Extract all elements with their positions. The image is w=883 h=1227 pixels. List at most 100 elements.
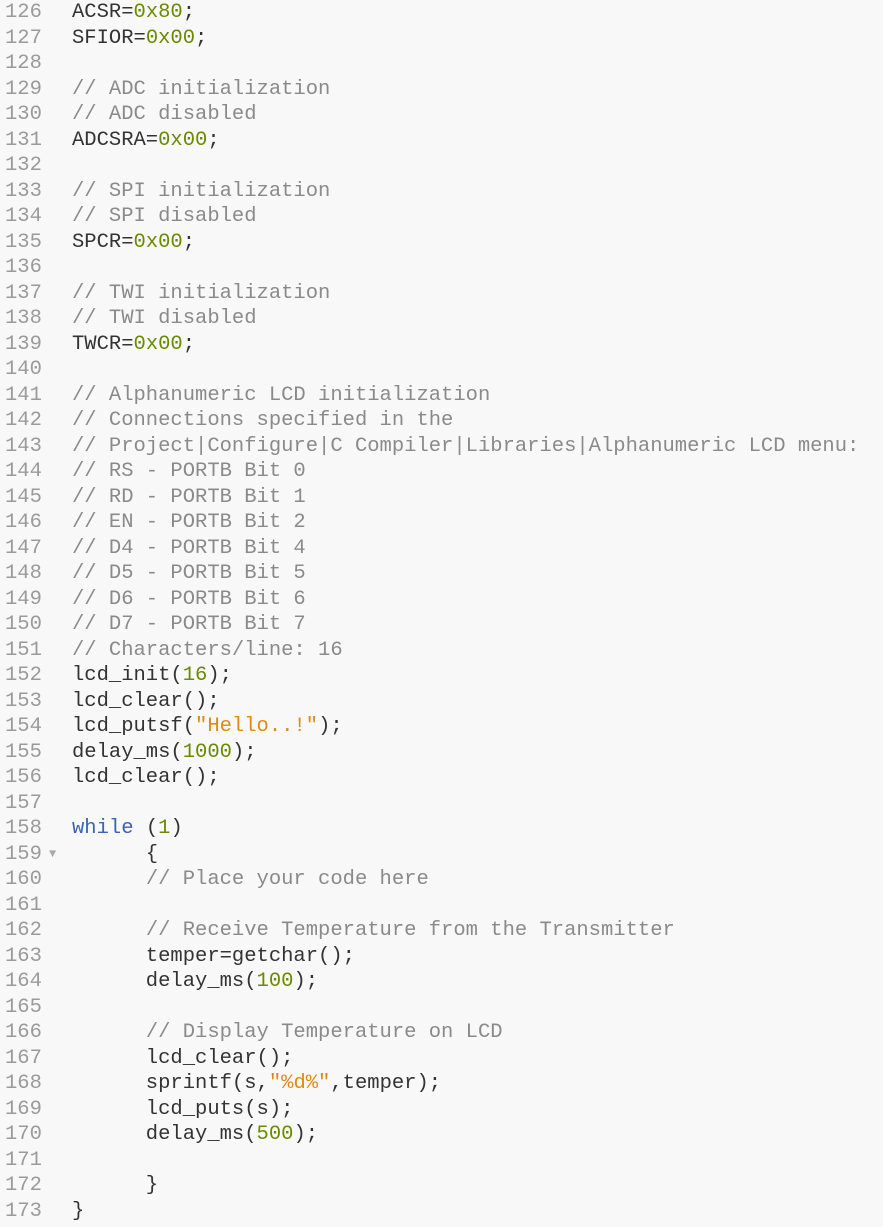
code-line[interactable]: 162 // Receive Temperature from the Tran…: [0, 918, 883, 944]
line-code: delay_ms(1000);: [72, 740, 257, 766]
code-line[interactable]: 150// D7 - PORTB Bit 7: [0, 612, 883, 638]
code-line[interactable]: 161: [0, 893, 883, 919]
line-gutter: 141: [0, 383, 72, 409]
line-number: 153: [5, 689, 42, 713]
code-line[interactable]: 170 delay_ms(500);: [0, 1122, 883, 1148]
code-line[interactable]: 141// Alphanumeric LCD initialization: [0, 383, 883, 409]
line-gutter: 130: [0, 102, 72, 128]
line-code: // D6 - PORTB Bit 6: [72, 587, 306, 613]
code-line[interactable]: 164 delay_ms(100);: [0, 969, 883, 995]
line-code: // TWI initialization: [72, 281, 330, 307]
line-gutter: 155: [0, 740, 72, 766]
code-line[interactable]: 130// ADC disabled: [0, 102, 883, 128]
line-code: // RD - PORTB Bit 1: [72, 485, 306, 511]
code-line[interactable]: 163 temper=getchar();: [0, 944, 883, 970]
line-gutter: 143: [0, 434, 72, 460]
code-line[interactable]: 171: [0, 1148, 883, 1174]
comment: // Project|Configure|C Compiler|Librarie…: [72, 434, 860, 458]
code-line[interactable]: 140: [0, 357, 883, 383]
line-gutter: 165: [0, 995, 72, 1021]
comment: // Receive Temperature from the Transmit…: [145, 919, 675, 942]
line-gutter: 161: [0, 893, 72, 919]
code-line[interactable]: 157: [0, 791, 883, 817]
code-line[interactable]: 155 delay_ms(1000);: [0, 740, 883, 766]
code-text: ;: [182, 230, 196, 254]
line-gutter: 167: [0, 1046, 72, 1072]
code-line[interactable]: 169 lcd_puts(s);: [0, 1097, 883, 1123]
line-code: // SPI initialization: [72, 179, 330, 205]
line-number: 126: [5, 1, 42, 24]
code-line[interactable]: 144 // RS - PORTB Bit 0: [0, 459, 883, 485]
fold-arrow-icon[interactable]: ▼: [49, 846, 57, 861]
line-number: 155: [5, 740, 42, 764]
code-line[interactable]: 134// SPI disabled: [0, 204, 883, 230]
code-line[interactable]: 167 lcd_clear();: [0, 1046, 883, 1072]
code-line[interactable]: 166 // Display Temperature on LCD: [0, 1020, 883, 1046]
code-text: [72, 919, 146, 942]
keyword: while: [72, 817, 134, 840]
line-gutter: 153: [0, 689, 72, 715]
line-code: lcd_putsf("Hello..!");: [72, 714, 343, 740]
code-line[interactable]: 160 // Place your code here: [0, 867, 883, 893]
code-line[interactable]: 146// EN - PORTB Bit 2: [0, 510, 883, 536]
code-line[interactable]: 142// Connections specified in the: [0, 408, 883, 434]
line-gutter: 133: [0, 179, 72, 205]
line-code: // Receive Temperature from the Transmit…: [72, 918, 675, 944]
code-line[interactable]: 128: [0, 51, 883, 77]
line-number: 145: [5, 485, 42, 509]
comment: // D5 - PORTB Bit 5: [72, 562, 306, 585]
code-line[interactable]: 172 }: [0, 1173, 883, 1199]
line-code: // Characters/line: 16: [72, 638, 343, 664]
line-number: 150: [5, 613, 42, 636]
code-line[interactable]: 132: [0, 153, 883, 179]
line-number: 173: [5, 1199, 42, 1223]
line-number: 172: [5, 1174, 42, 1197]
code-line[interactable]: 148// D5 - PORTB Bit 5: [0, 561, 883, 587]
code-line[interactable]: 145 // RD - PORTB Bit 1: [0, 485, 883, 511]
line-gutter: 166: [0, 1020, 72, 1046]
line-number: 158: [5, 817, 42, 840]
code-line[interactable]: 168 sprintf(s,"%d%",temper);: [0, 1071, 883, 1097]
code-line[interactable]: 165: [0, 995, 883, 1021]
code-line[interactable]: 143 // Project|Configure|C Compiler|Libra…: [0, 434, 883, 460]
code-line[interactable]: 159▼ {: [0, 842, 883, 868]
code-line[interactable]: 151 // Characters/line: 16: [0, 638, 883, 664]
line-gutter: 171: [0, 1148, 72, 1174]
code-line[interactable]: 149// D6 - PORTB Bit 6: [0, 587, 883, 613]
code-line[interactable]: 147// D4 - PORTB Bit 4: [0, 536, 883, 562]
line-code: temper=getchar();: [72, 944, 355, 970]
code-line[interactable]: 173}: [0, 1199, 883, 1225]
string-literal: "%d%": [268, 1072, 331, 1095]
line-code: // ADC disabled: [72, 102, 257, 128]
line-number: 135: [5, 230, 42, 254]
code-line[interactable]: 138// TWI disabled: [0, 306, 883, 332]
code-line[interactable]: 136: [0, 255, 883, 281]
line-number: 139: [5, 332, 42, 356]
code-text: sprintf(s,: [72, 1072, 269, 1095]
line-number: 144: [5, 460, 42, 483]
code-line[interactable]: 129// ADC initialization: [0, 77, 883, 103]
code-line[interactable]: 133// SPI initialization: [0, 179, 883, 205]
number-literal: 0x00: [158, 128, 208, 152]
code-text: );: [207, 664, 232, 687]
line-gutter: 138: [0, 306, 72, 332]
line-number: 151: [5, 638, 42, 662]
line-code: // ADC initialization: [72, 77, 330, 103]
line-number: 162: [5, 919, 42, 942]
line-number: 170: [5, 1123, 42, 1146]
comment: // RS - PORTB Bit 0: [72, 460, 306, 483]
code-line[interactable]: 137// TWI initialization: [0, 281, 883, 307]
line-gutter: 146: [0, 510, 72, 536]
line-number: 143: [5, 434, 42, 458]
